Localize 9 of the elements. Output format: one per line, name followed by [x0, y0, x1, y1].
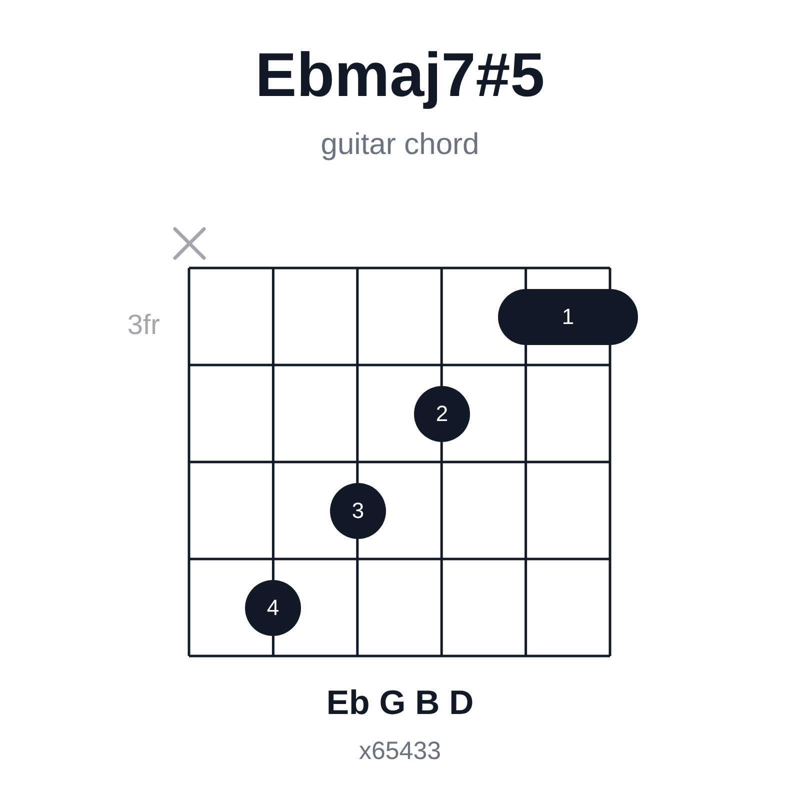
barre-marker: 1 — [498, 289, 638, 345]
finger-dot: 2 — [414, 386, 470, 442]
chord-title: Ebmaj7#5 — [254, 40, 546, 111]
finger-dot: 4 — [245, 580, 301, 636]
fingering-code: x65433 — [358, 737, 442, 766]
chord-notes: Eb G B D — [325, 684, 475, 723]
fret-number: 3fr — [127, 309, 160, 341]
chord-subtitle: guitar chord — [320, 128, 480, 162]
finger-dot: 3 — [330, 483, 386, 539]
